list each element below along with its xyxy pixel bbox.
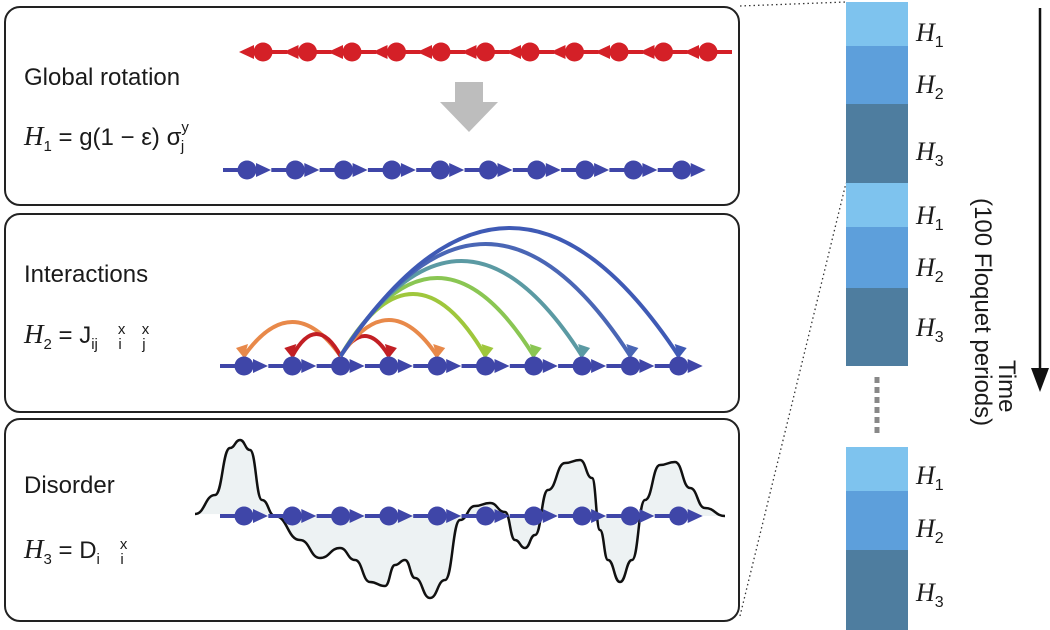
- blue-spin: [268, 356, 317, 376]
- down-arrow-icon: [440, 82, 498, 132]
- blue-spin: [364, 356, 413, 376]
- timeline-label: H2: [916, 253, 944, 287]
- blue-spin: [606, 356, 655, 376]
- h3-equation: H3 = Di xi: [24, 534, 128, 568]
- block-h3: [846, 104, 908, 183]
- interaction-arc: [290, 332, 343, 357]
- interaction-arrowhead: [284, 344, 297, 358]
- blue-spin: [509, 356, 558, 376]
- disorder-title: Disorder: [24, 472, 115, 499]
- blue-spin: [271, 160, 320, 180]
- h2-equation: H2 = Jij xi xj: [24, 319, 150, 353]
- timeline-label: H3: [916, 578, 944, 612]
- timeline-label: H1: [916, 461, 944, 495]
- block-h1: [846, 447, 908, 491]
- interaction-arrowhead: [236, 344, 248, 358]
- blue-spin: [367, 160, 416, 180]
- interaction-arrowhead: [626, 344, 639, 358]
- blue-spin: [657, 160, 706, 180]
- red-spin: [684, 42, 732, 62]
- blue-spin: [509, 506, 558, 526]
- blue-spin: [413, 356, 462, 376]
- blue-spin: [220, 356, 268, 376]
- h1-equation: H1 = g(1 − ε) σyj: [24, 119, 189, 155]
- floquet-timeline: [846, 2, 908, 630]
- block-h1: [846, 183, 908, 227]
- blue-spin: [609, 160, 658, 180]
- interaction-arrowhead: [384, 344, 397, 358]
- timeline-label: H3: [916, 137, 944, 171]
- timeline-label: H2: [916, 70, 944, 104]
- global-rotation-title: Global rotation: [24, 64, 181, 91]
- blue-spin-chain-disorder: [220, 506, 703, 526]
- red-spin: [506, 42, 554, 62]
- timeline-label: H2: [916, 514, 944, 548]
- blue-spin: [558, 506, 607, 526]
- blue-spin: [512, 160, 561, 180]
- red-spin: [550, 42, 599, 62]
- blue-spin: [413, 506, 462, 526]
- interactions-title: Interactions: [24, 261, 149, 288]
- floquet-periods-label: (100 Floquet periods): [969, 198, 996, 427]
- block-h1: [846, 2, 908, 46]
- blue-spin-chain-interactions: [220, 356, 703, 376]
- blue-spin: [223, 160, 271, 180]
- red-spin: [595, 42, 643, 62]
- blue-spin: [416, 160, 465, 180]
- red-spin-chain: [239, 42, 732, 62]
- blue-spin: [220, 506, 268, 526]
- disorder-potential-curve: [194, 438, 726, 600]
- timeline-label: H1: [916, 18, 944, 52]
- blue-spin: [319, 160, 368, 180]
- block-h2: [846, 227, 908, 288]
- interaction-arc: [338, 226, 681, 358]
- red-spin: [372, 42, 421, 62]
- red-spin: [461, 42, 510, 62]
- zoom-line-bottom: [739, 182, 847, 617]
- blue-spin: [654, 356, 703, 376]
- interaction-arrowhead: [433, 344, 446, 358]
- interaction-arrowhead: [481, 344, 494, 358]
- interaction-arcs: [236, 226, 687, 358]
- interaction-arrowhead: [529, 344, 542, 358]
- interaction-arrowhead: [578, 344, 591, 358]
- block-h2: [846, 491, 908, 550]
- blue-spin: [654, 506, 703, 526]
- red-spin: [328, 42, 376, 62]
- red-spin: [283, 42, 332, 62]
- time-arrow-head-icon: [1031, 368, 1049, 392]
- blue-spin: [461, 506, 510, 526]
- block-h3: [846, 550, 908, 630]
- block-h3: [846, 288, 908, 366]
- blue-spin: [316, 506, 365, 526]
- red-spin: [417, 42, 465, 62]
- global-rotation-panel: Global rotation H1 = g(1 − ε) σyj: [4, 6, 740, 206]
- blue-spin: [606, 506, 655, 526]
- zoom-line-top: [739, 1, 847, 7]
- red-spin: [639, 42, 688, 62]
- blue-spin: [464, 160, 513, 180]
- block-h2: [846, 46, 908, 104]
- timeline-label: H3: [916, 313, 944, 347]
- blue-spin-chain-rotated: [223, 160, 706, 180]
- blue-spin: [268, 506, 317, 526]
- blue-spin: [316, 356, 365, 376]
- blue-spin: [364, 506, 413, 526]
- interaction-arrowhead: [674, 344, 687, 358]
- blue-spin: [461, 356, 510, 376]
- timeline-label: H1: [916, 201, 944, 235]
- blue-spin: [561, 160, 610, 180]
- blue-spin: [558, 356, 607, 376]
- time-label: Time: [993, 360, 1020, 413]
- red-spin: [239, 42, 287, 62]
